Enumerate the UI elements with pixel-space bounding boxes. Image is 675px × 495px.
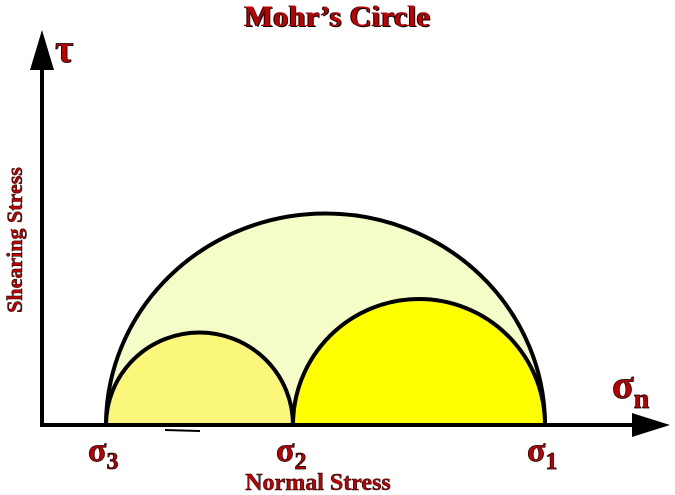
y-axis-symbol: τ bbox=[55, 26, 73, 71]
y-axis-label: Shearing Stress bbox=[2, 167, 27, 313]
sigma-2-label: σ2 bbox=[276, 432, 307, 475]
diagram-title: Mohr’s Circle bbox=[244, 0, 431, 33]
x-axis-symbol: σn bbox=[612, 362, 650, 415]
medium-mohr-semicircle bbox=[290, 297, 548, 427]
axis-tick-mark bbox=[164, 429, 201, 432]
y-axis-arrowhead bbox=[30, 30, 54, 70]
x-axis-label: Normal Stress bbox=[245, 470, 391, 495]
small-mohr-semicircle bbox=[103, 330, 296, 427]
x-axis-arrowhead bbox=[632, 413, 670, 437]
sigma-1-label: σ1 bbox=[527, 432, 558, 475]
sigma-3-label: σ3 bbox=[88, 432, 119, 475]
